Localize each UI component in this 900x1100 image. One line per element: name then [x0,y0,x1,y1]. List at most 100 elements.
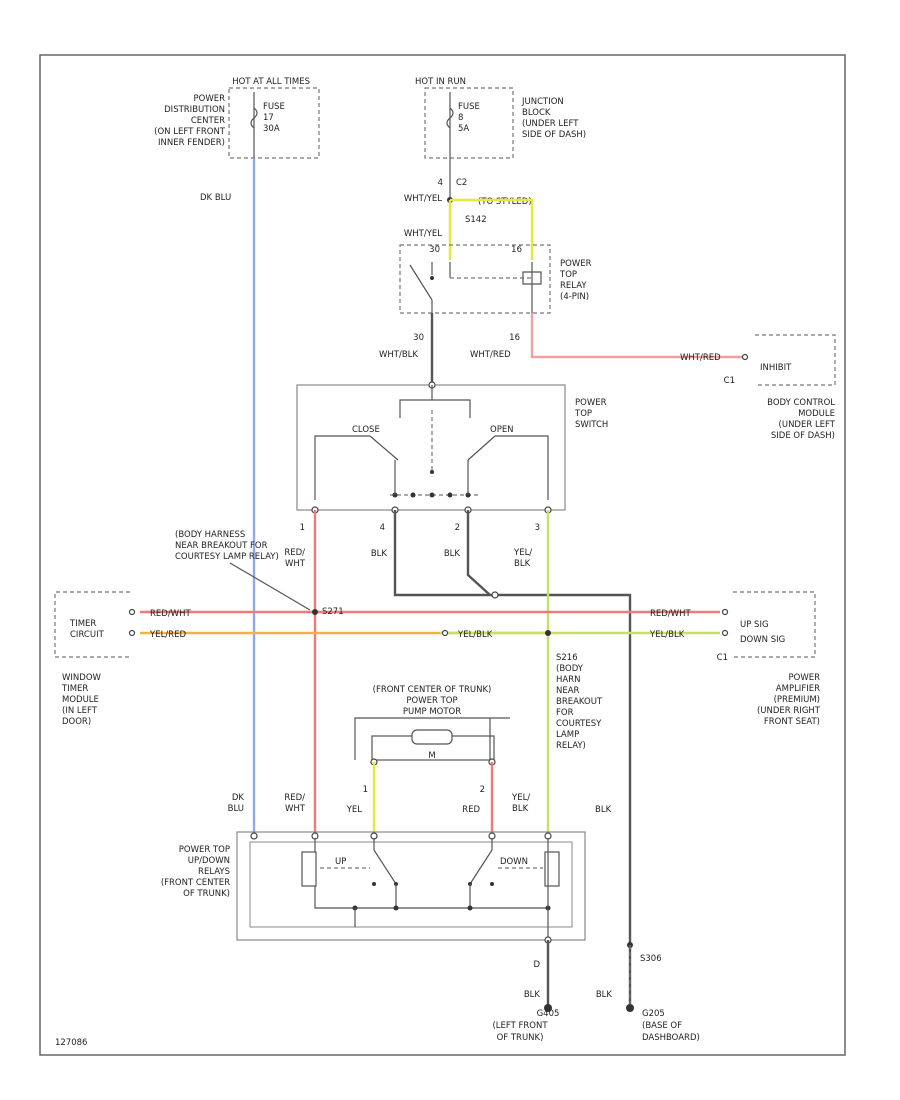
pin-30-label: 30 [429,245,440,255]
relay-label-1: TOP [559,270,577,280]
amplifier-label-2: (PREMIUM) [774,695,820,705]
fuse8-label-0: FUSE [458,102,480,112]
motor-m-label: M [428,751,435,761]
up-relay-contact-arm [373,849,397,885]
relay-label-0: POWER [560,259,592,269]
yel-blk-h2-label: YEL/BLK [649,630,685,640]
dk-blu-bot-label-0: DK [232,793,245,803]
c1-bcm-label: C1 [724,376,735,386]
fuse8-label-1: 8 [458,113,463,123]
jb-label-2: (UNDER LEFT [522,119,579,129]
s216-label-8: RELAY) [556,741,586,751]
ground-g205-icon [626,1004,634,1012]
amplifier-label-1: AMPLIFIER [776,684,820,694]
relay-coil-icon [522,271,542,285]
fuse7-label-0: FUSE [263,102,285,112]
g405-label-1: (LEFT FRONT [492,1021,548,1031]
yel-blk-1-label-1: BLK [514,559,531,569]
s216-note: S216 (BODY HARN NEAR BREAKOUT FOR COURTE… [556,653,603,751]
fuse-8-icon [446,107,454,129]
close-label: CLOSE [352,425,380,435]
switch-label-0: POWER [575,398,607,408]
g205-label-0: G205 [642,1009,665,1019]
up-down-label-1: UP/DOWN [188,856,230,866]
body-control-module: INHIBIT C1 BODY CONTROL MODULE (UNDER LE… [724,334,836,441]
s216-label-2: HARN [556,675,580,685]
timer-circuit-label-1: CIRCUIT [70,630,105,640]
s216-label-3: NEAR [556,686,580,696]
jb-label-3: SIDE OF DASH) [522,130,586,140]
jb-label-0: JUNCTION [521,97,564,107]
s216-label-5: FOR [556,708,574,718]
up-sig-label-1: DOWN SIG [740,635,785,645]
switch-label-2: SWITCH [575,420,608,430]
c1-amp-label: C1 [717,653,728,663]
up-down-relays: UP DOWN POWER TOP UP/DOWN RELAYS (FRONT … [161,831,586,944]
up-relay-coil-icon [301,851,317,887]
timer-circuit-label-0: TIMER [69,619,96,629]
yel-blk-h1-label: YEL/BLK [457,630,493,640]
pdc-label-0: POWER [194,94,226,104]
window-timer-label-3: (IN LEFT [62,706,98,716]
blk-4-label: BLK [524,990,541,1000]
hot-all-times-label: HOT AT ALL TIMES [232,77,310,87]
bcm-label-3: SIDE OF DASH) [771,431,835,441]
up-sig-label-0: UP SIG [740,620,769,630]
blk-1-label: BLK [371,549,388,559]
power-top-switch: CLOSE OPEN POWER TOP SWITCH [296,381,608,514]
s216-label-6: COURTESY [556,719,602,729]
dk-blu-top-label: DK BLU [200,193,231,203]
pump-motor-label-2: PUMP MOTOR [403,707,461,717]
bcm-label-1: MODULE [798,409,835,419]
amplifier-label-0: POWER [789,673,821,683]
pin-4-label: 4 [438,178,443,188]
motor-icon [411,729,453,745]
red-wht-h1-label: RED/WHT [150,609,191,619]
yel-blk-2-label-0: YEL/ [511,793,530,803]
bcm-label-2: (UNDER LEFT [779,420,836,430]
up-label: UP [335,857,346,867]
red-wht-1-label-0: RED/ [284,548,305,558]
red-wht-1-label-1: WHT [285,559,306,569]
fuse7-label-2: 30A [263,124,280,134]
yel-blk-1-label-0: YEL/ [513,548,532,558]
junction-block: HOT IN RUN FUSE 8 5A JUNCTION BLOCK (UND… [415,77,586,159]
pdc-label-3: (ON LEFT FRONT [154,127,226,137]
amplifier-label-3: (UNDER RIGHT [757,706,821,716]
fuse-17-icon [250,107,258,129]
relay-label-3: (4-PIN) [560,292,589,302]
pin-2m-label: 2 [480,785,485,795]
yel-red-h1-label: YEL/RED [149,630,186,640]
power-distribution-center: HOT AT ALL TIMES POWER DISTRIBUTION CENT… [154,77,320,159]
pdc-label-4: INNER FENDER) [158,138,225,148]
close-switch-arm [369,435,399,461]
fuse8-label-2: 5A [458,124,469,134]
amplifier-label-4: FRONT SEAT) [764,717,820,727]
bcm-label-0: BODY CONTROL [767,398,835,408]
g205-label-2: DASHBOARD) [642,1033,700,1043]
splice-s216 [545,630,551,636]
pin-2-label: 2 [455,523,460,533]
down-label: DOWN [500,857,528,867]
up-down-label-2: RELAYS [198,867,230,877]
red-1-label: RED [462,805,480,815]
wht-yel-label-2: WHT/YEL [404,229,442,239]
wht-yel-label-1: WHT/YEL [404,194,442,204]
pump-motor-label-0: (FRONT CENTER OF TRUNK) [373,685,492,695]
up-down-label-0: POWER TOP [179,845,230,855]
fuse7-label-1: 17 [263,113,274,123]
pin-d-label: D [533,960,540,970]
open-label: OPEN [490,425,514,435]
dk-blu-bot-label-1: BLU [228,804,244,814]
window-timer-label-0: WINDOW [62,673,102,683]
inhibit-label: INHIBIT [760,363,792,373]
red-wht-2-label-1: WHT [285,804,306,814]
yel-1-label: YEL [346,805,363,815]
wht-red-label-1: WHT/RED [470,350,511,360]
window-timer-label-2: MODULE [62,695,99,705]
s216-label-4: BREAKOUT [556,697,603,707]
g405-label-2: OF TRUNK) [497,1033,544,1043]
g205-label-1: (BASE OF [642,1021,682,1031]
s142-label: S142 [465,215,487,225]
